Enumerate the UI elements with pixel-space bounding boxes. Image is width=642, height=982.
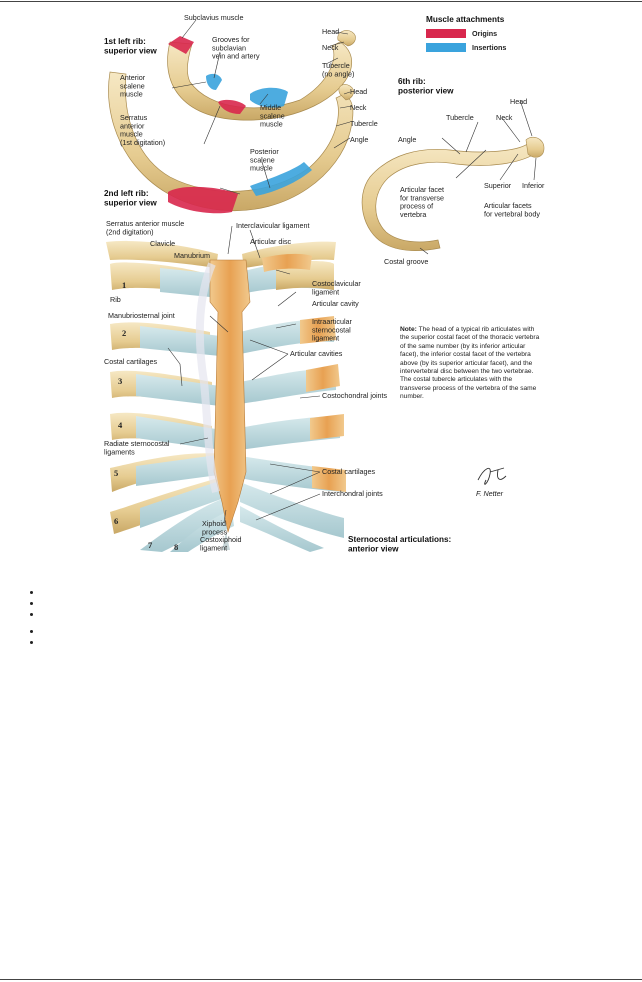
label-interchondral: Interchondral joints bbox=[322, 489, 383, 498]
label-head1: Head bbox=[322, 27, 339, 36]
serratus-2nd-origin bbox=[168, 186, 238, 214]
label-angle6: Angle bbox=[398, 135, 416, 144]
legend-label-insertions: Insertions bbox=[472, 43, 506, 52]
label-interclavicular: Interclavicular ligament bbox=[236, 221, 310, 230]
label-costal-cartilages-left: Costal cartilages bbox=[104, 357, 158, 366]
left-clavicle bbox=[106, 240, 218, 268]
bottom-rule bbox=[0, 979, 642, 980]
artist-signature: F. Netter bbox=[476, 467, 507, 498]
label-neck6: Neck bbox=[496, 113, 513, 122]
label-tubercle1: Tubercle(no angle) bbox=[322, 61, 354, 78]
label-articular-cavity: Articular cavity bbox=[312, 299, 359, 308]
middle-scalene-insertion bbox=[250, 87, 288, 108]
label-costal-cartilages-right: Costal cartilages bbox=[322, 467, 376, 476]
sternum bbox=[209, 259, 251, 534]
label-manubrium: Manubrium bbox=[174, 251, 210, 260]
legend-swatch-origins bbox=[426, 29, 466, 38]
rib-number-2: 2 bbox=[122, 328, 126, 338]
label-tubercle6: Tubercle bbox=[446, 113, 474, 122]
label-tubercle2: Tubercle bbox=[350, 119, 378, 128]
legend-label-origins: Origins bbox=[472, 29, 497, 38]
label-costochondral: Costochondral joints bbox=[322, 391, 388, 400]
label-subclavius-muscle: Subclavius muscle bbox=[184, 13, 244, 22]
label-serratus-2nd: Serratus anterior muscle(2nd digitation) bbox=[106, 219, 184, 236]
posterior-scalene-insertion bbox=[250, 162, 312, 196]
rib-number-8: 8 bbox=[174, 542, 178, 552]
view-title-sternocostal: Sternocostal articulations:anterior view bbox=[348, 535, 451, 552]
rib-number-5: 5 bbox=[114, 468, 118, 478]
note-text: The head of a typical rib articulates wi… bbox=[400, 326, 540, 401]
label-manubriosternal: Manubriosternal joint bbox=[108, 311, 175, 320]
legend-swatch-insertions bbox=[426, 43, 466, 52]
leader-lines bbox=[167, 19, 537, 523]
legend: Muscle attachments Origins Insertions bbox=[426, 15, 506, 52]
anterior-scalene-insertion bbox=[206, 73, 222, 90]
rib-number-1: 1 bbox=[122, 280, 126, 290]
label-neck1: Neck bbox=[322, 43, 339, 52]
anatomy-illustration: 1st left rib:superior view 2nd left rib:… bbox=[104, 13, 545, 552]
radiate-ligament-left bbox=[195, 262, 220, 494]
signature-text: F. Netter bbox=[476, 489, 504, 498]
label-head6: Head bbox=[510, 97, 527, 106]
rib-number-6: 6 bbox=[114, 516, 118, 526]
serratus-1st-origin bbox=[218, 99, 246, 114]
view-title-rib1: 1st left rib:superior view bbox=[104, 37, 157, 55]
rib-anatomy-figure: 1st left rib:superior view 2nd left rib:… bbox=[100, 2, 548, 552]
label-angle2: Angle bbox=[350, 135, 368, 144]
top-rule bbox=[0, 1, 642, 2]
note-lead: Note: bbox=[400, 326, 417, 333]
label-articular-cavities: Articular cavities bbox=[290, 349, 343, 358]
first-rib-superior bbox=[167, 30, 356, 121]
label-head2: Head bbox=[350, 87, 367, 96]
label-neck2: Neck bbox=[350, 103, 367, 112]
label-rib: Rib bbox=[110, 295, 121, 304]
sixth-rib-posterior bbox=[361, 136, 545, 251]
label-clavicle: Clavicle bbox=[150, 239, 175, 248]
clavicle-section bbox=[262, 253, 312, 272]
label-superior: Superior bbox=[484, 181, 512, 190]
label-costal-groove: Costal groove bbox=[384, 257, 428, 266]
sternocostal-articulations bbox=[106, 240, 346, 552]
figure-labels: 1st left rib:superior view 2nd left rib:… bbox=[104, 13, 545, 552]
legend-title: Muscle attachments bbox=[426, 15, 505, 24]
label-articular-disc: Articular disc bbox=[250, 237, 292, 246]
label-inferior: Inferior bbox=[522, 181, 545, 190]
rib-number-4: 4 bbox=[118, 420, 123, 430]
rib-number-3: 3 bbox=[118, 376, 122, 386]
xiphoid-process bbox=[222, 532, 230, 550]
rib-number-7: 7 bbox=[148, 540, 153, 550]
view-title-rib6: 6th rib:posterior view bbox=[398, 77, 454, 95]
view-title-rib2: 2nd left rib:superior view bbox=[104, 189, 157, 207]
subclavius-origin bbox=[168, 36, 194, 54]
note-box: Note: The head of a typical rib articula… bbox=[400, 326, 540, 401]
